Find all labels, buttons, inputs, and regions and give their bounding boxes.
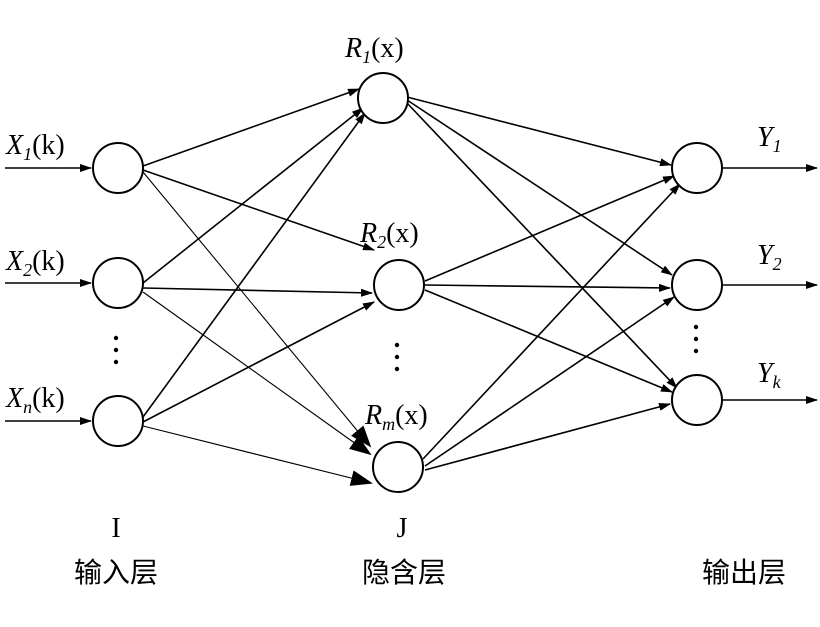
hidden-output-edges (406, 96, 681, 471)
output-arrows (723, 164, 818, 404)
edge-rm-yk (424, 402, 671, 471)
edge-x1-rm (142, 171, 372, 448)
input-layer-code: I (111, 513, 120, 544)
edge-x2-r2 (142, 287, 373, 297)
hidden-ellipsis (394, 342, 400, 372)
hidden-node-2 (373, 259, 425, 311)
output-label-2: Y2 (757, 240, 782, 274)
input-node-n (92, 395, 144, 447)
output-nodes (671, 142, 723, 426)
hidden-label-1: R1(x) (344, 33, 404, 67)
edge-xn-rm (142, 425, 373, 486)
edge-r1-yk (406, 102, 678, 389)
input-label-n: Xn(k) (5, 383, 65, 417)
edge-xn-r2 (142, 301, 375, 423)
hidden-node-m (372, 441, 424, 493)
edge-x2-r1 (142, 107, 364, 284)
input-label-1: X1(k) (5, 130, 65, 164)
input-layer-name: 输入层 (74, 556, 158, 589)
edge-rm-y1 (422, 183, 681, 460)
output-node-1 (671, 142, 723, 194)
edge-x1-r1 (142, 88, 360, 167)
output-node-k (671, 374, 723, 426)
hidden-layer-name: 隐含层 (362, 556, 446, 589)
output-label-k: Yk (757, 358, 782, 392)
hidden-label-2: R2(x) (359, 218, 419, 252)
edge-r2-yk (424, 289, 673, 393)
edge-r1-y2 (406, 99, 673, 276)
edge-x1-r2 (142, 169, 375, 251)
input-node-2 (92, 257, 144, 309)
edge-r1-y1 (406, 96, 672, 167)
output-ellipsis (693, 324, 699, 354)
output-node-2 (671, 259, 723, 311)
output-layer-name: 输出层 (702, 556, 786, 589)
input-hidden-edges (142, 88, 375, 486)
edge-r2-y1 (424, 175, 675, 282)
edge-r2-y2 (424, 283, 671, 292)
edge-xn-r1 (142, 112, 366, 418)
input-arrows (5, 164, 92, 425)
edge-rm-y2 (424, 296, 675, 467)
output-label-1: Y1 (757, 122, 782, 156)
input-label-2: X2(k) (5, 246, 65, 280)
hidden-layer-code: J (397, 513, 408, 544)
input-ellipsis (113, 335, 119, 365)
hidden-node-1 (357, 72, 409, 124)
hidden-nodes (357, 72, 425, 493)
hidden-label-m: Rm(x) (364, 400, 428, 434)
input-node-1 (92, 142, 144, 194)
edge-x2-rm (142, 291, 372, 456)
input-nodes (92, 142, 144, 447)
